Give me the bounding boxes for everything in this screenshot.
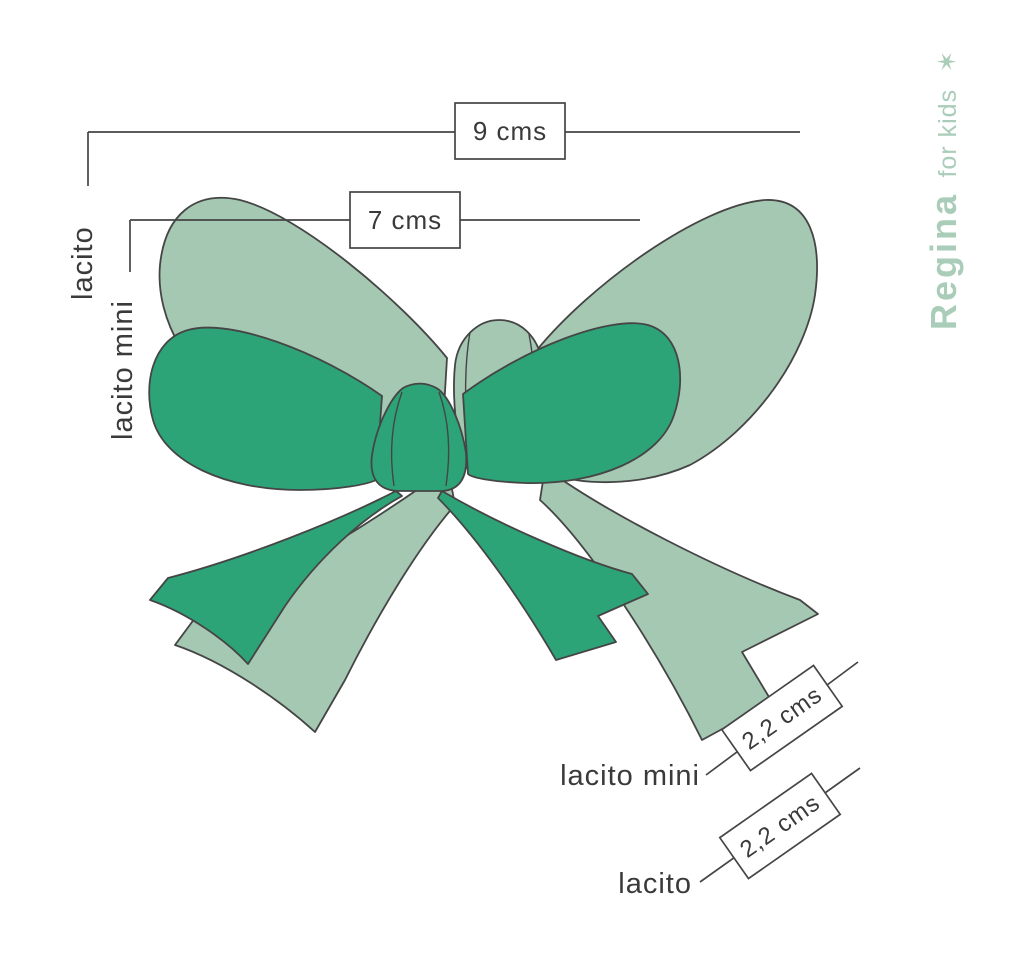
label-lacito-mini-bottom: lacito mini xyxy=(560,760,700,792)
dark-bow xyxy=(148,322,681,665)
brand-logo-text: Regina for kids ✶ xyxy=(923,51,964,330)
dimension-value-9cms: 9 cms xyxy=(473,116,547,146)
dimension-top-width: 9 cms lacito xyxy=(67,102,800,300)
dark-bow-left-tail xyxy=(149,490,403,665)
label-lacito-left: lacito xyxy=(67,226,99,300)
dark-bow-left-wing xyxy=(148,326,383,491)
label-lacito-bottom: lacito xyxy=(618,868,692,900)
dimension-value-7cms: 7 cms xyxy=(368,205,442,235)
dimension-box-7cms xyxy=(349,191,461,249)
ribbon-box-group: 2,2 cms xyxy=(718,772,842,880)
dark-bow-right-tail xyxy=(437,490,649,661)
dark-bow-knot xyxy=(370,382,468,492)
dimension-mini-width: 7 cms lacito mini xyxy=(107,191,640,440)
dimension-box-9cms xyxy=(454,102,566,160)
brand-name: Regina xyxy=(923,192,964,330)
ribbon-box xyxy=(718,772,842,880)
brand-suffix: for kids xyxy=(934,89,962,178)
dark-bow-knot-fold-right xyxy=(438,391,450,487)
ribbon-box-mini xyxy=(720,664,844,772)
star-icon: ✶ xyxy=(932,51,962,73)
dark-bow-knot-fold-left xyxy=(390,391,403,487)
brand-logo: Regina for kids ✶ xyxy=(923,51,964,330)
label-lacito-mini-left: lacito mini xyxy=(107,300,139,440)
dark-bow-right-wing xyxy=(462,322,681,484)
